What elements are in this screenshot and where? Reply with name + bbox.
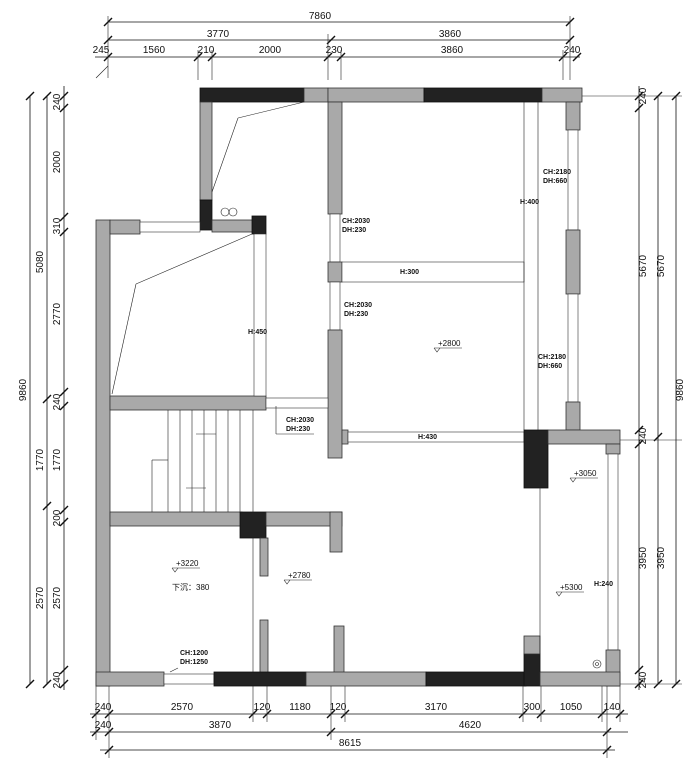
note-ch2180-b-1: CH:2180 (538, 354, 566, 361)
elev-3220: +3220 (176, 559, 199, 568)
note-h430: H:430 (418, 434, 437, 441)
dim-left-310: 310 (52, 217, 63, 234)
note-ch2030-b-1: CH:2030 (344, 302, 372, 309)
dim-bot-1050: 1050 (560, 702, 583, 713)
dim-left-2570-b: 2570 (52, 586, 63, 609)
dim-right-240-c: 240 (638, 671, 649, 688)
dim-left-2570: 2570 (35, 586, 46, 609)
note-ch1200-2: DH:1250 (180, 659, 208, 666)
dim-right-overall: 9860 (675, 378, 686, 401)
note-ch2030-c-2: DH:230 (286, 426, 310, 433)
walls (95, 87, 621, 687)
dim-bot2-3870: 3870 (209, 720, 232, 731)
dim-left-2000: 2000 (52, 150, 63, 173)
annotations: CH:2030 DH:230 CH:2030 DH:230 CH:2030 DH… (172, 169, 613, 666)
dim-bot-240: 240 (95, 702, 112, 713)
bottom-dimensions: 240 2570 120 1180 120 3170 300 1050 140 … (90, 686, 628, 758)
dim-left-overall: 9860 (18, 378, 29, 401)
note-ch2180-b-2: DH:660 (538, 363, 562, 370)
dim-bot-120-a: 120 (254, 702, 271, 713)
dim-bot-1180: 1180 (289, 702, 311, 713)
dim-left-200: 200 (52, 509, 63, 526)
dim-top-row2-a: 3770 (207, 29, 230, 40)
dim-right-5670-a: 5670 (638, 254, 649, 277)
dim-left-240-c: 240 (52, 671, 63, 688)
elev-5300: +5300 (560, 583, 583, 592)
dim-bot2-240: 240 (95, 720, 112, 731)
note-h400: H:400 (520, 199, 539, 206)
dim-top-240: 240 (564, 45, 581, 56)
note-ch2030-b-2: DH:230 (344, 311, 368, 318)
note-h300: H:300 (400, 269, 419, 276)
note-h240: H:240 (594, 581, 613, 588)
elevation-marks: +2800 +3050 +3220 +2780 +5300 (171, 339, 598, 597)
dim-left-240-b: 240 (52, 393, 63, 410)
note-ch1200-1: CH:1200 (180, 650, 208, 657)
staircase (151, 410, 241, 512)
dim-left-2770: 2770 (52, 302, 63, 325)
dim-left-240-a: 240 (52, 93, 63, 110)
dim-bot-140: 140 (604, 702, 621, 713)
dim-left-5080: 5080 (35, 250, 46, 273)
note-ch2180-a-2: DH:660 (543, 178, 567, 185)
dim-top-3860: 3860 (441, 45, 464, 56)
dim-top-210: 210 (198, 45, 215, 56)
dim-bot-120-b: 120 (330, 702, 347, 713)
right-dimensions: 240 5670 240 3950 240 5670 3950 9860 (582, 86, 686, 690)
dim-right-5670-b: 5670 (656, 254, 667, 277)
note-h450: H:450 (248, 329, 267, 336)
dim-top-230: 230 (326, 45, 343, 56)
dim-left-1770-b: 1770 (52, 448, 63, 471)
dim-bot-3170: 3170 (425, 702, 448, 713)
dim-top-2000: 2000 (259, 45, 282, 56)
dim-bot2-4620: 4620 (459, 720, 482, 731)
dim-top-row2-b: 3860 (439, 29, 462, 40)
dim-right-240-b: 240 (638, 427, 649, 444)
elev-2800: +2800 (438, 339, 461, 348)
elev-3050: +3050 (574, 469, 597, 478)
top-dimensions: 7860 3770 3860 245 1560 210 2000 230 386… (93, 11, 582, 80)
dim-top-overall: 7860 (309, 11, 332, 22)
dim-bot-300: 300 (524, 702, 541, 713)
note-ch2180-a-1: CH:2180 (543, 169, 571, 176)
note-sink: 下沉：380 (172, 583, 210, 592)
note-ch2030-c-1: CH:2030 (286, 417, 314, 424)
note-ch2030-a-1: CH:2030 (342, 218, 370, 225)
note-ch2030-a-2: DH:230 (342, 227, 366, 234)
dim-right-3950-b: 3950 (656, 546, 667, 569)
fixtures (111, 101, 602, 673)
dim-top-1560: 1560 (143, 45, 166, 56)
dim-top-245: 245 (93, 45, 110, 56)
dim-left-1770: 1770 (35, 448, 46, 471)
dim-bot-2570: 2570 (171, 702, 194, 713)
elev-2780: +2780 (288, 571, 311, 580)
dim-right-3950-a: 3950 (638, 546, 649, 569)
left-dimensions: 9860 5080 1770 2570 240 2000 310 2770 24… (18, 86, 69, 690)
dim-bot-overall: 8615 (339, 738, 362, 749)
